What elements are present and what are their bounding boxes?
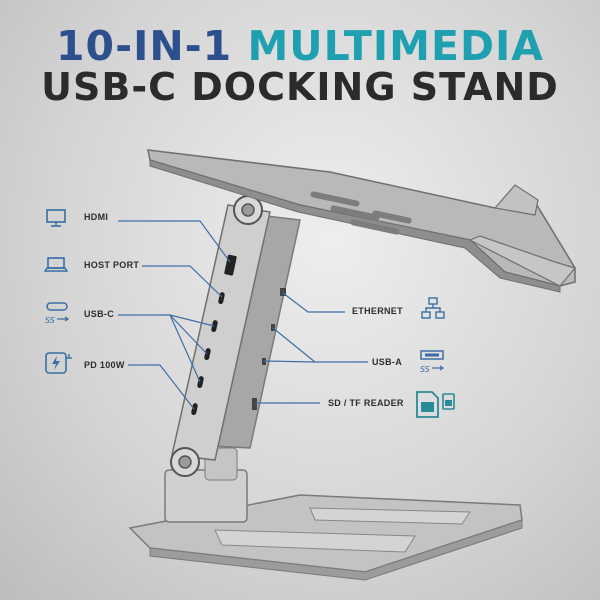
base-cutout-front bbox=[214, 529, 416, 553]
tray-lip-right bbox=[468, 235, 577, 287]
sd-reader-slot bbox=[252, 398, 257, 410]
headline-line-2: USB-C DOCKING STAND bbox=[41, 65, 559, 109]
host-port-label: HOST PORT bbox=[84, 260, 140, 270]
usb-a-label: USB-A bbox=[372, 357, 402, 367]
ethernet-label: ETHERNET bbox=[352, 306, 403, 316]
headline-line-1: 10-IN-1 MULTIMEDIA bbox=[0, 26, 600, 67]
stand-base-plate-edge bbox=[149, 519, 523, 581]
monitor-icon bbox=[46, 209, 66, 227]
usb-c-port-1 bbox=[211, 320, 218, 333]
usb-a-callout-2 bbox=[263, 360, 316, 363]
usb-c-port-2 bbox=[204, 348, 211, 361]
usb-c-icon: SS bbox=[45, 302, 70, 325]
hdmi-callout bbox=[118, 220, 231, 263]
pd-100w-label: PD 100W bbox=[84, 360, 125, 370]
usb-c-callout-3 bbox=[169, 314, 201, 383]
svg-text:SS: SS bbox=[45, 316, 55, 325]
power-delivery-icon bbox=[45, 352, 72, 374]
base-cutout-back bbox=[309, 507, 471, 525]
headline-count: 10-IN-1 bbox=[56, 22, 233, 70]
usb-a-callout-1 bbox=[272, 327, 368, 363]
ethernet-port bbox=[280, 288, 286, 296]
ethernet-callout bbox=[282, 292, 345, 313]
pd-usb-c-port bbox=[191, 403, 198, 416]
hdmi-label: HDMI bbox=[84, 212, 109, 222]
usb-a-port-1 bbox=[271, 324, 275, 331]
sd-tf-reader-label: SD / TF READER bbox=[328, 398, 404, 408]
hdmi-port bbox=[224, 254, 237, 276]
laptop-icon bbox=[44, 257, 68, 272]
usb-c-label: USB-C bbox=[84, 309, 114, 319]
tray-vents bbox=[310, 191, 412, 235]
svg-text:SS: SS bbox=[420, 365, 430, 374]
pd-callout bbox=[128, 364, 195, 410]
usb-c-callout-1 bbox=[118, 314, 215, 327]
sd-card-icon bbox=[416, 391, 455, 418]
usb-a-icon: SS bbox=[420, 350, 445, 374]
network-icon bbox=[421, 297, 445, 319]
tray-lip-left bbox=[493, 184, 539, 216]
laptop-tray-edge bbox=[149, 159, 561, 293]
headline-multimedia: MULTIMEDIA bbox=[247, 22, 544, 70]
callout-lines bbox=[118, 220, 368, 410]
usb-c-callout-2 bbox=[169, 314, 208, 355]
host-port-callout bbox=[142, 265, 223, 298]
